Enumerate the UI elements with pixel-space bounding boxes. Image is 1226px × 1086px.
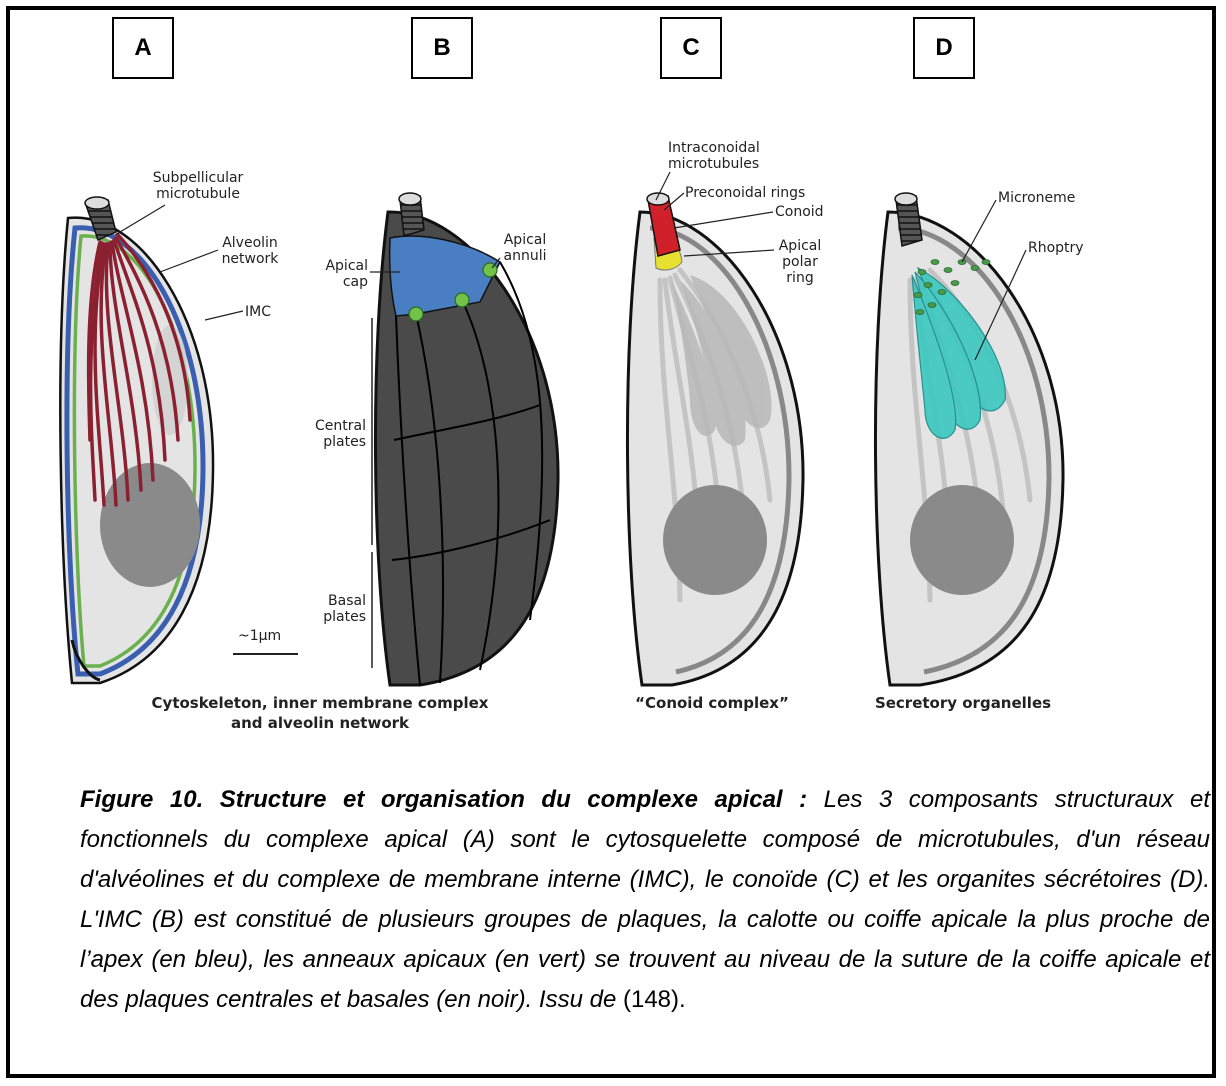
label-intraconoidal-2: microtubules [668,156,759,172]
label-alveolin-2: network [222,251,280,267]
caption-d: Secretory organelles [875,694,1051,712]
label-apical-polar-ring-3: ring [786,270,813,286]
label-apical-polar-ring-2: polar [782,254,818,270]
label-apical-annuli-2: annuli [504,248,547,264]
label-alveolin: Alveolin [222,235,278,251]
figure-caption: Figure 10. Structure et organisation du … [80,780,1210,1020]
cell-b [375,193,558,685]
cell-d [875,193,1063,685]
label-basal-plates: Basal [328,593,366,609]
label-apical-polar-ring: Apical [779,238,822,254]
caption-a-line1: Cytoskeleton, inner membrane complex [152,694,489,712]
label-intraconoidal: Intraconoidal [668,140,760,156]
cell-a [60,197,213,683]
label-apical-annuli: Apical [504,232,547,248]
caption-c: “Conoid complex” [635,694,789,712]
apical-complex-illustration: Subpellicular microtubule Alveolin netwo… [0,0,1226,780]
label-conoid: Conoid [775,204,824,220]
figure-caption-body: Les 3 composants structuraux et fonction… [80,786,1210,1013]
label-apical-cap-2: cap [343,274,368,290]
label-imc: IMC [245,304,271,320]
label-subpellicular: Subpellicular [153,170,244,186]
nucleus [910,485,1014,595]
caption-a-line2: and alveolin network [231,714,410,732]
label-apical-cap: Apical [325,258,368,274]
label-basal-plates-2: plates [323,609,366,625]
label-subpellicular-2: microtubule [156,186,240,202]
label-microneme: Microneme [998,190,1075,206]
label-rhoptry: Rhoptry [1028,240,1084,256]
label-central-plates: Central [315,418,366,434]
label-central-plates-2: plates [323,434,366,450]
nucleus [663,485,767,595]
figure-caption-ref: (148). [616,986,685,1013]
label-preconoidal: Preconoidal rings [685,185,805,201]
cell-c [627,193,803,685]
scale-bar-label: ~1μm [238,628,281,644]
figure-caption-title: Figure 10. Structure et organisation du … [80,786,807,813]
